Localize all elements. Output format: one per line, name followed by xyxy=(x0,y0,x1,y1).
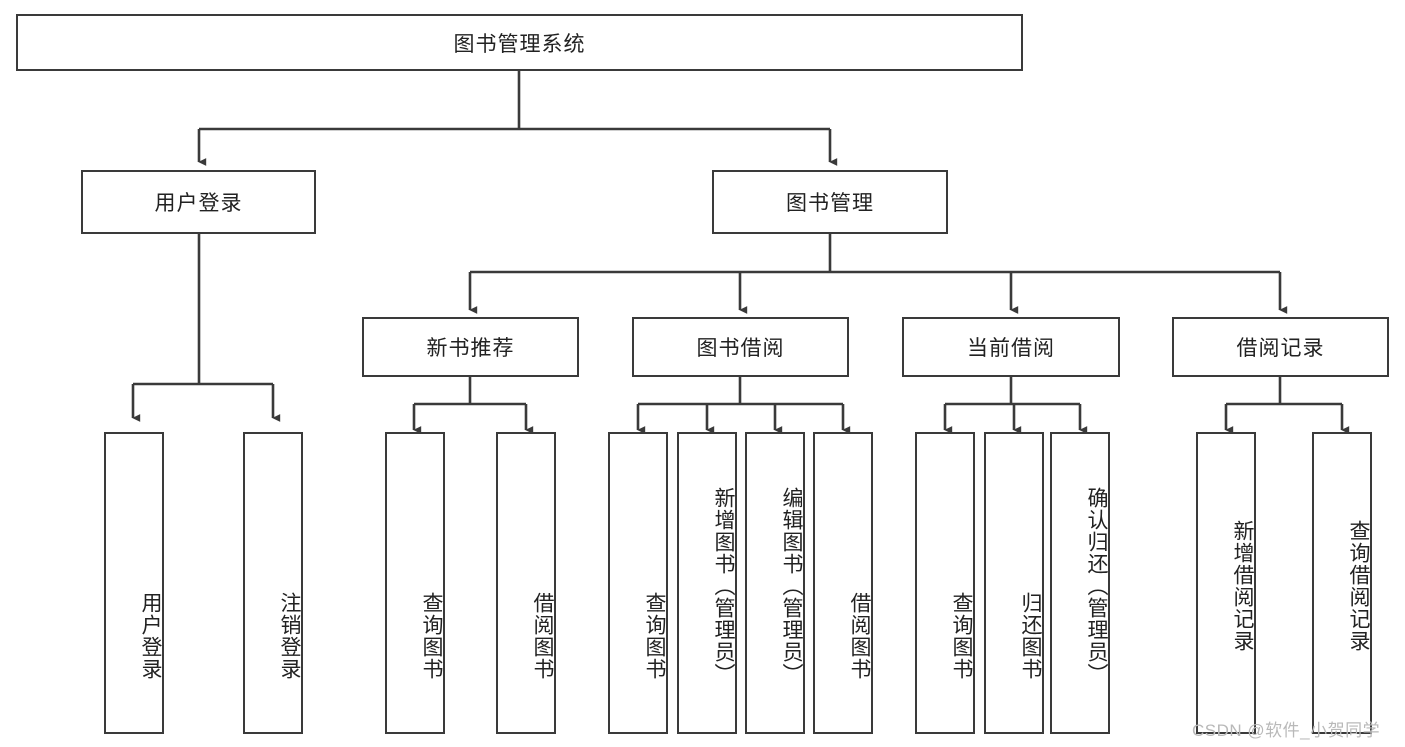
node-new-book-recommend-label: 新书推荐 xyxy=(426,337,515,360)
leaf-newbook-query-book-label: 查询图书 xyxy=(420,591,443,680)
leaf-records-add-record-label: 新增借阅记录 xyxy=(1231,520,1254,652)
leaf-newbook-borrow-book[interactable]: 借阅图书 xyxy=(496,432,556,734)
node-borrow-records-label: 借阅记录 xyxy=(1236,337,1325,360)
node-new-book-recommend[interactable]: 新书推荐 xyxy=(362,317,579,377)
leaf-user-login[interactable]: 用户登录 xyxy=(104,432,164,734)
leaf-records-add-record[interactable]: 新增借阅记录 xyxy=(1196,432,1256,734)
node-current-borrow[interactable]: 当前借阅 xyxy=(902,317,1120,377)
csdn-watermark: CSDN @软件_小贺同学 xyxy=(1192,721,1381,740)
node-root[interactable]: 图书管理系统 xyxy=(16,14,1023,71)
leaf-borrow-query-book-label: 查询图书 xyxy=(643,591,666,680)
node-book-borrow[interactable]: 图书借阅 xyxy=(632,317,849,377)
leaf-borrow-add-book[interactable]: 新增图书（管理员） xyxy=(677,432,737,734)
node-book-management-label: 图书管理 xyxy=(786,192,874,215)
leaf-current-return-book[interactable]: 归还图书 xyxy=(984,432,1044,734)
node-user-login-label: 用户登录 xyxy=(154,192,243,215)
leaf-user-logout-label: 注销登录 xyxy=(278,591,301,680)
leaf-newbook-query-book[interactable]: 查询图书 xyxy=(385,432,445,734)
leaf-newbook-borrow-book-label: 借阅图书 xyxy=(531,591,554,680)
leaf-current-query-book-label: 查询图书 xyxy=(950,591,973,680)
leaf-borrow-query-book[interactable]: 查询图书 xyxy=(608,432,668,734)
leaf-current-confirm-return-label: 确认归还（管理员） xyxy=(1085,487,1108,685)
node-book-borrow-label: 图书借阅 xyxy=(696,337,785,360)
leaf-records-query-record[interactable]: 查询借阅记录 xyxy=(1312,432,1372,734)
leaf-current-query-book[interactable]: 查询图书 xyxy=(915,432,975,734)
leaf-borrow-lend-book[interactable]: 借阅图书 xyxy=(813,432,873,734)
leaf-user-login-label: 用户登录 xyxy=(139,591,162,680)
node-current-borrow-label: 当前借阅 xyxy=(967,337,1055,360)
node-user-login[interactable]: 用户登录 xyxy=(81,170,316,234)
leaf-current-confirm-return[interactable]: 确认归还（管理员） xyxy=(1050,432,1110,734)
leaf-borrow-lend-book-label: 借阅图书 xyxy=(848,591,871,680)
leaf-borrow-edit-book[interactable]: 编辑图书（管理员） xyxy=(745,432,805,734)
leaf-current-return-book-label: 归还图书 xyxy=(1019,591,1042,680)
node-book-management[interactable]: 图书管理 xyxy=(712,170,948,234)
leaf-borrow-add-book-label: 新增图书（管理员） xyxy=(712,487,735,685)
leaf-records-query-record-label: 查询借阅记录 xyxy=(1347,520,1370,652)
leaf-borrow-edit-book-label: 编辑图书（管理员） xyxy=(780,487,803,685)
node-root-label: 图书管理系统 xyxy=(453,32,586,56)
leaf-user-logout[interactable]: 注销登录 xyxy=(243,432,303,734)
node-borrow-records[interactable]: 借阅记录 xyxy=(1172,317,1389,377)
